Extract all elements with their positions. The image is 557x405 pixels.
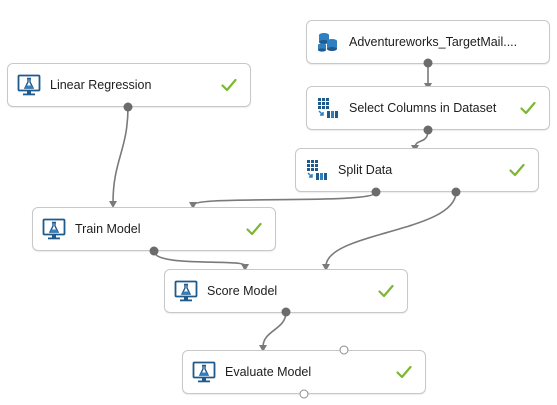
- arrowhead-train-model-right-input: [189, 202, 197, 209]
- check-icon: [520, 101, 536, 115]
- output-port-select-columns[interactable]: [423, 125, 433, 135]
- flask-monitor-icon: [41, 216, 67, 242]
- module-label: Linear Regression: [50, 78, 152, 92]
- input-port-evaluate-model-right[interactable]: [339, 345, 349, 355]
- flask-monitor-icon: [191, 359, 217, 385]
- check-icon: [396, 365, 412, 379]
- wire-split-data-to-train-model[interactable]: [192, 191, 377, 206]
- wire-linear-regression-to-train-model[interactable]: [112, 106, 129, 204]
- check-icon: [509, 163, 525, 177]
- output-port-split-data-left[interactable]: [371, 187, 381, 197]
- arrowhead-train-model-left-input: [109, 201, 117, 208]
- module-label: Select Columns in Dataset: [349, 101, 497, 115]
- module-adventureworks-dataset[interactable]: Adventureworks_TargetMail....: [306, 20, 550, 64]
- arrowhead-score-model-right-input: [322, 264, 330, 271]
- output-port-linear-regression[interactable]: [123, 102, 133, 112]
- arrowhead-score-model-left-input: [241, 264, 249, 271]
- module-select-columns-in-dataset[interactable]: Select Columns in Dataset: [306, 86, 550, 130]
- module-evaluate-model[interactable]: Evaluate Model: [182, 350, 426, 394]
- module-score-model[interactable]: Score Model: [164, 269, 408, 313]
- flask-monitor-icon: [16, 72, 42, 98]
- wire-train-model-to-score-model[interactable]: [153, 250, 246, 267]
- arrowhead-evaluate-model-input: [259, 345, 267, 352]
- check-icon: [246, 222, 262, 236]
- wire-score-model-to-evaluate-model[interactable]: [262, 311, 287, 348]
- wire-split-data-to-score-model[interactable]: [325, 191, 457, 267]
- module-label: Split Data: [338, 163, 393, 177]
- module-label: Evaluate Model: [225, 365, 312, 379]
- output-port-split-data-right[interactable]: [451, 187, 461, 197]
- flask-monitor-icon: [173, 278, 199, 304]
- module-train-model[interactable]: Train Model: [32, 207, 276, 251]
- output-port-score-model[interactable]: [281, 307, 291, 317]
- module-split-data[interactable]: Split Data: [295, 148, 539, 192]
- table-transform-icon: [315, 95, 341, 121]
- check-icon: [378, 284, 394, 298]
- module-linear-regression[interactable]: Linear Regression: [7, 63, 251, 107]
- output-port-adventureworks[interactable]: [423, 58, 433, 68]
- check-icon: [221, 78, 237, 92]
- output-port-train-model[interactable]: [149, 246, 159, 256]
- module-label: Score Model: [207, 284, 278, 298]
- output-port-evaluate-model[interactable]: [299, 389, 309, 399]
- database-icon: [315, 29, 341, 55]
- table-transform-icon: [304, 157, 330, 183]
- module-label: Train Model: [75, 222, 141, 236]
- module-label: Adventureworks_TargetMail....: [349, 35, 518, 49]
